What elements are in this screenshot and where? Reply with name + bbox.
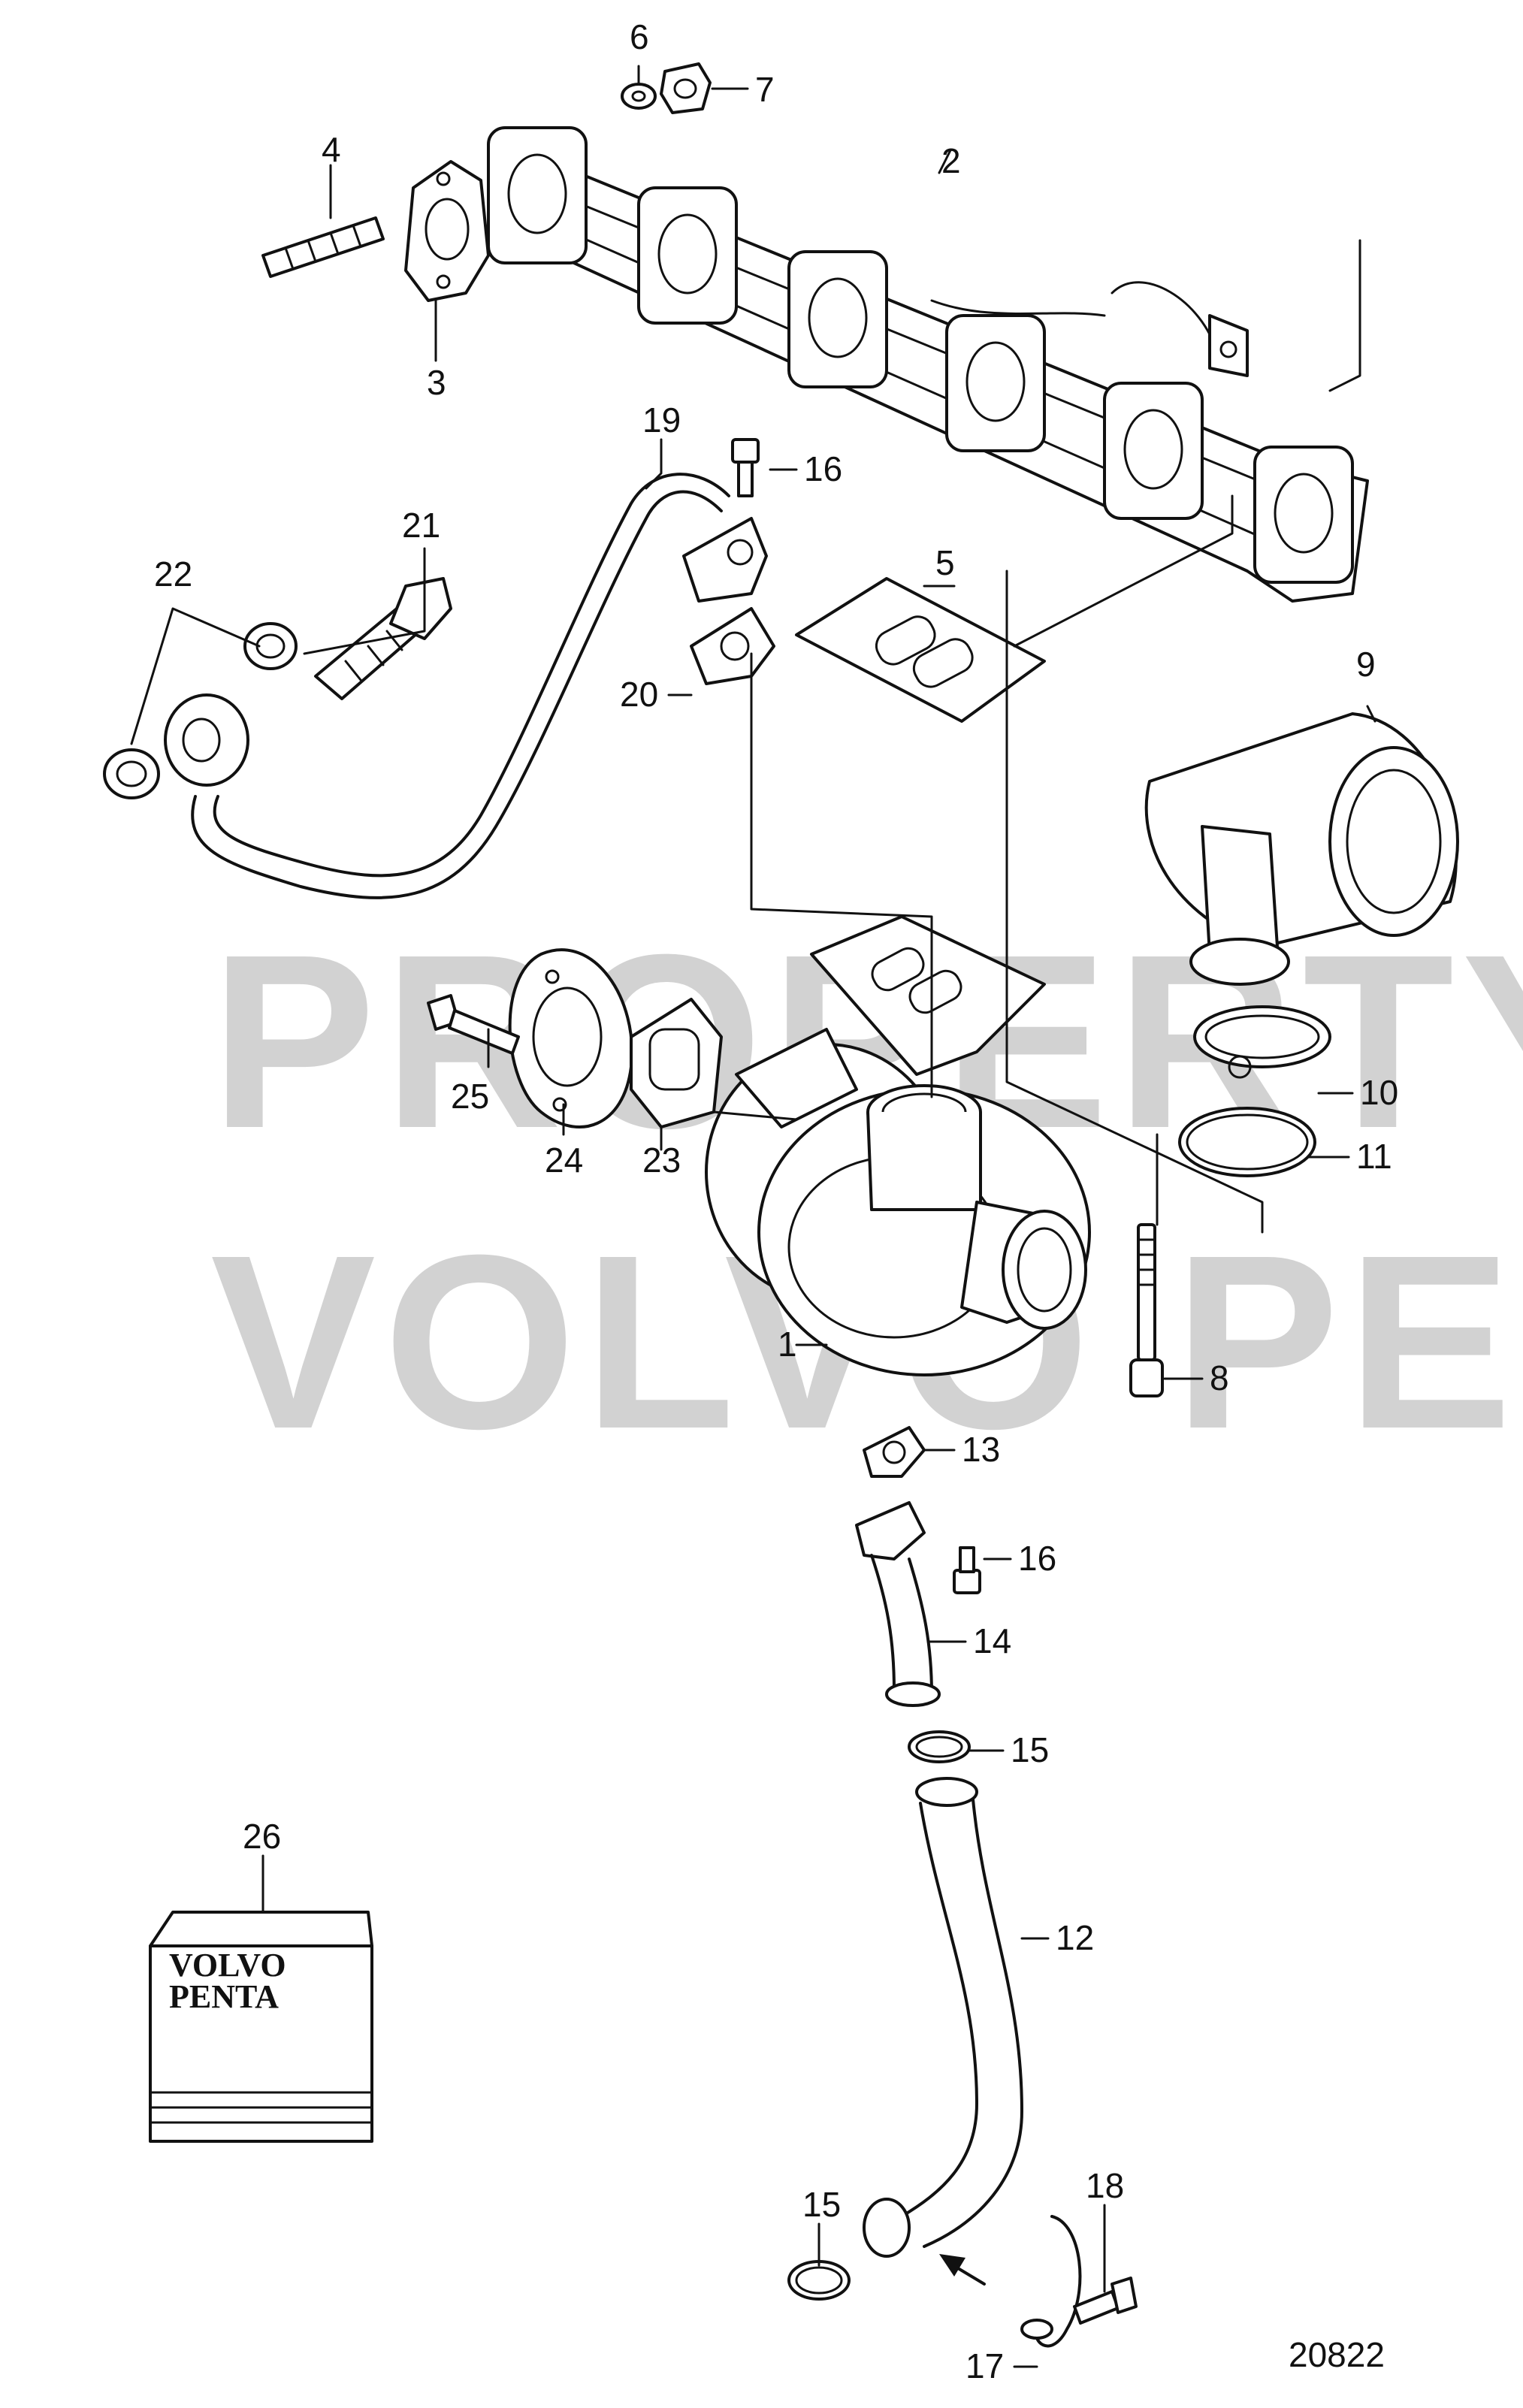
long-bolt [1129,1223,1164,1397]
label-13: 13 [962,1430,1000,1469]
exhaust-gasket [630,998,723,1128]
book-brand-line-1: VOLVO [169,1947,286,1984]
label-25: 25 [451,1077,489,1116]
label-1: 1 [778,1325,797,1364]
manifold-flange-2 [637,186,738,325]
label-9: 9 [1356,645,1376,684]
label-16-top: 16 [804,449,842,488]
label-8: 8 [1210,1358,1229,1397]
label-18: 18 [1086,2166,1124,2205]
hose-clamp [1193,1005,1331,1079]
label-12: 12 [1056,1918,1094,1957]
label-26: 26 [243,1817,281,1856]
leader-lines [130,65,1376,2368]
label-15-bottom: 15 [802,2185,841,2224]
clip-screw [1073,2277,1138,2325]
flange-bolt [427,994,520,1055]
exhaust-manifold [487,126,1369,603]
label-10: 10 [1360,1073,1398,1112]
turbocharger [705,915,1091,1376]
manifold-flange-3 [787,250,888,388]
o-ring-bottom [787,2260,851,2301]
turbo-flange-gasket [795,577,1046,723]
drain-pipe-lower [863,1777,1023,2258]
o-ring-large [1178,1107,1316,1177]
o-ring-middle [908,1730,971,1763]
manifold-flange-1 [487,126,588,264]
label-19: 19 [642,400,681,440]
bolt-top [731,438,760,497]
stud [261,216,385,278]
air-filter [1144,712,1459,986]
banjo-washer-1 [243,622,298,670]
drain-gasket [863,1426,926,1478]
label-24: 24 [545,1141,583,1180]
figure-number: 20822 [1289,2335,1385,2374]
bolt-bottom [953,1546,981,1594]
banjo-fitting [164,693,249,787]
banjo-washer-2 [103,748,160,799]
label-15-middle: 15 [1011,1730,1049,1769]
oil-feed-pipe [191,473,730,899]
part-labels: 1 2 3 4 5 6 7 8 9 10 11 12 13 14 15 15 1… [154,17,1398,2385]
manifold-flange-4 [945,314,1046,452]
book-brand-line-2: PENTA [169,1978,279,2015]
manifold-flange-5 [1103,382,1204,520]
pipe-flange [682,517,768,603]
manifold-gasket [404,160,490,302]
label-4: 4 [322,130,341,169]
retaining-clip [1020,2215,1082,2348]
label-6: 6 [630,17,649,56]
label-16-bottom: 16 [1018,1539,1056,1578]
banjo-bolt [314,577,452,700]
label-5: 5 [935,543,955,582]
instruction-book: VOLVO PENTA [149,1911,373,2143]
label-7: 7 [755,70,775,109]
direction-arrow [939,2254,986,2286]
label-3: 3 [427,363,446,402]
label-14: 14 [973,1621,1011,1660]
label-23: 23 [642,1141,681,1180]
label-22: 22 [154,554,192,594]
exhaust-flange [508,948,634,1128]
label-21: 21 [402,506,440,545]
pipe-gasket [690,607,775,685]
label-2: 2 [941,141,961,180]
washer-small [621,83,657,110]
drain-pipe-upper [855,1501,941,1707]
label-17: 17 [965,2346,1004,2385]
label-20: 20 [620,675,658,714]
manifold-flange-6 [1253,446,1354,584]
label-11: 11 [1356,1137,1392,1176]
nut [660,62,712,114]
